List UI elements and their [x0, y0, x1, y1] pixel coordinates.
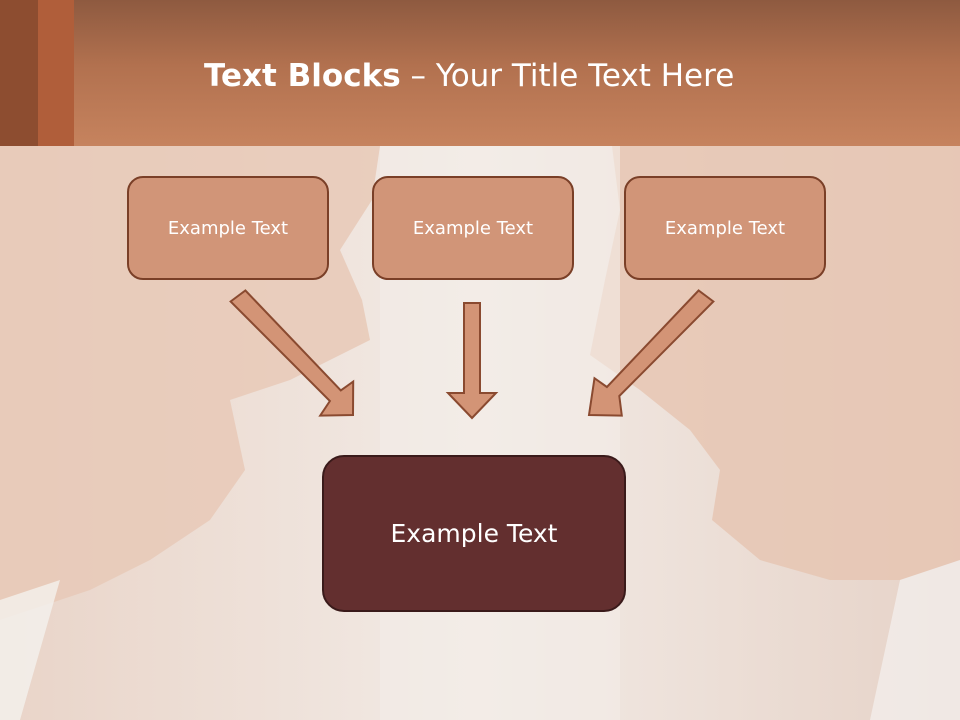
text-block-label: Example Text — [412, 217, 534, 239]
target-text-block[interactable]: Example Text — [322, 455, 626, 612]
text-block-3[interactable]: Example Text — [624, 176, 826, 280]
target-text-block-label: Example Text — [390, 519, 558, 548]
title-rest-part: Your Title Text Here — [435, 58, 735, 94]
title-dash: – — [400, 58, 436, 94]
header-band: Text Blocks – Your Title Text Here — [0, 0, 960, 146]
text-block-1[interactable]: Example Text — [127, 176, 329, 280]
text-block-label: Example Text — [664, 217, 786, 239]
header-accent-stripe — [0, 0, 38, 146]
text-block-label: Example Text — [167, 217, 289, 239]
header-accent-stripe — [38, 0, 74, 146]
title-bold-part: Text Blocks — [204, 58, 401, 94]
slide-title[interactable]: Text Blocks – Your Title Text Here — [204, 52, 734, 100]
text-block-2[interactable]: Example Text — [372, 176, 574, 280]
